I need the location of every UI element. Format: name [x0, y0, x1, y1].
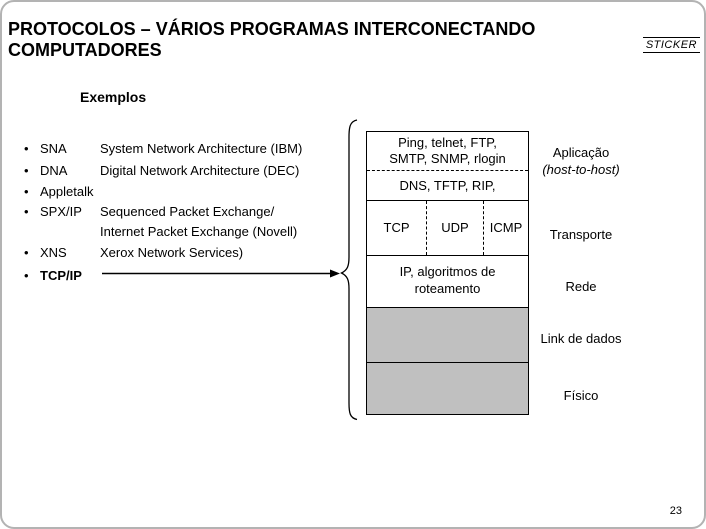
section-heading: Exemplos	[80, 89, 147, 105]
bullet-icon: •	[24, 141, 29, 156]
protocol-term: DNA	[40, 163, 68, 178]
transport-cell-tcp: TCP	[383, 220, 410, 235]
layer-label-network: Rede	[565, 279, 597, 294]
list-item-appletalk: • Appletalk	[24, 182, 100, 202]
layer-label-physical: Físico	[563, 388, 599, 403]
list-item-spxip: • SPX/IP Sequenced Packet Exchange/ Inte…	[24, 202, 297, 242]
layer-label-application-sub: (host-to-host)	[542, 162, 620, 177]
protocol-term: XNS	[40, 245, 67, 260]
layer-label-datalink: Link de dados	[540, 331, 622, 346]
protocol-term: SNA	[40, 141, 67, 156]
bullet-icon: •	[24, 245, 29, 260]
protocol-term: SPX/IP	[40, 204, 82, 219]
stack-row-application-upper: Ping, telnet, FTP, SMTP, SNMP, rlogin	[367, 132, 528, 171]
protocol-definition-line1: Sequenced Packet Exchange/	[100, 204, 275, 219]
protocol-definition: Digital Network Architecture (DEC)	[100, 163, 300, 178]
bullet-icon: •	[24, 163, 29, 178]
protocol-stack-diagram: Ping, telnet, FTP, SMTP, SNMP, rlogin DN…	[366, 131, 529, 415]
stack-row-transport: TCP UDP ICMP	[367, 201, 528, 256]
list-item-xns: • XNS Xerox Network Services)	[24, 243, 243, 263]
sticker-label: STICKER	[642, 37, 700, 53]
tcpip-arrow	[102, 269, 340, 278]
network-protocols-line1: IP, algoritmos de	[399, 264, 496, 279]
application-protocols-line1: Ping, telnet, FTP,	[398, 135, 497, 150]
transport-cell-udp: UDP	[426, 201, 483, 255]
protocol-term: Appletalk	[40, 184, 94, 199]
network-protocols-line2: roteamento	[414, 281, 481, 296]
bullet-icon: •	[24, 204, 29, 219]
protocol-definition-line2: Internet Packet Exchange (Novell)	[100, 224, 298, 239]
page-number: 23	[669, 505, 682, 517]
bullet-icon: •	[24, 184, 29, 199]
stack-row-network: IP, algoritmos de roteamento	[367, 256, 528, 308]
layer-label-application: Aplicação (host-to-host)	[525, 144, 637, 178]
stack-row-physical	[367, 363, 528, 414]
stack-row-datalink	[367, 308, 528, 363]
protocol-definition: Xerox Network Services)	[100, 245, 244, 260]
bullet-icon: •	[24, 268, 29, 283]
protocol-definition: System Network Architecture (IBM)	[100, 141, 303, 156]
protocol-definition: Sequenced Packet Exchange/ Internet Pack…	[100, 202, 297, 242]
layer-label-transport: Transporte	[549, 227, 613, 242]
layer-label-application-name: Aplicação	[552, 145, 610, 160]
list-item-sna: • SNA System Network Architecture (IBM)	[24, 139, 302, 159]
application-protocols-line2: SMTP, SNMP, rlogin	[389, 151, 506, 166]
left-brace	[340, 119, 358, 421]
list-item-dna: • DNA Digital Network Architecture (DEC)	[24, 161, 299, 181]
transport-cell-icmp: ICMP	[483, 201, 528, 255]
slide-title: PROTOCOLOS – VÁRIOS PROGRAMAS INTERCONEC…	[8, 19, 536, 60]
protocol-term: TCP/IP	[40, 268, 82, 283]
stack-row-application-lower: DNS, TFTP, RIP,	[367, 171, 528, 201]
list-item-tcpip: • TCP/IP	[24, 266, 100, 286]
